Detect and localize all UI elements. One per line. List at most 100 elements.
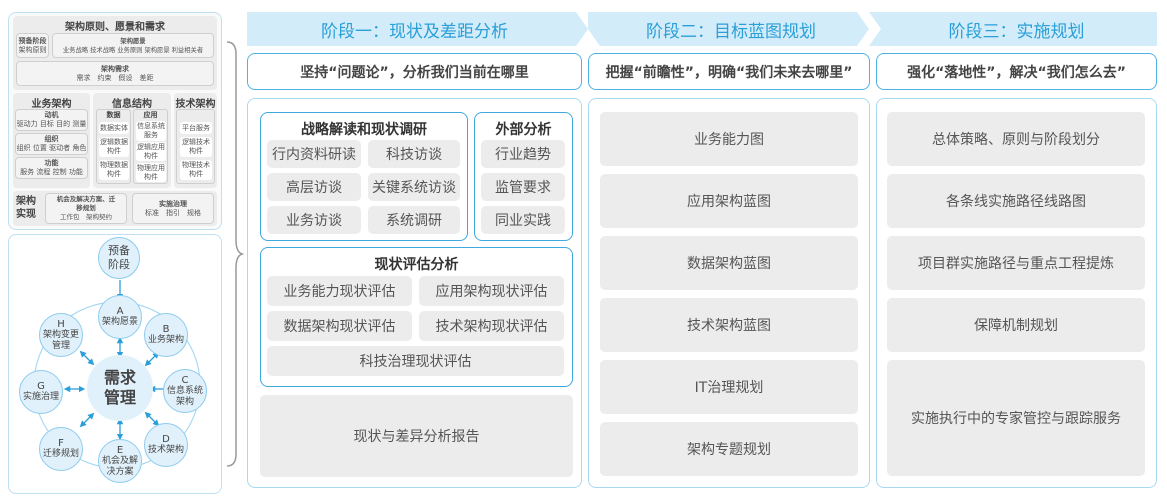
phase-label: 迁移规划 [42,449,79,459]
blueprint-item: 数据架构蓝图 [600,236,858,290]
implementation-item: 保障机制规划 [887,298,1145,352]
phase-letter: H [57,318,65,330]
stage-3-header: 阶段三：实施规划 [948,21,1085,42]
blueprint-item: 技术架构蓝图 [600,298,858,352]
function-block: 功能服务 流程 控制 功能 [15,157,88,179]
prep-title: 预备阶段 [18,36,47,45]
organization-block: 组织组织 位置 驱动者 角色 [15,133,88,155]
function-items: 服务 流程 控制 功能 [20,168,83,176]
data-item: 物理数据构件 [99,160,129,180]
prep-items: 架构原则 [18,45,47,54]
assessment-item: 业务能力现状评估 [267,276,412,306]
impl-title: 架构实现 [16,196,36,220]
tech-item: 逻辑技术构件 [180,137,212,157]
opportunity-block: 机会及解决方案、迁移规划工作包 架构契约 [45,193,127,224]
assessment-box: 现状评估分析 业务能力现状评估应用架构现状评估数据架构现状评估技术架构现状评估科… [260,247,573,387]
app-column: 应用 信息系统服务 逻辑应用构件 物理应用构件 [133,109,168,184]
phase-label: 架构变更管理 [42,329,79,351]
implementation-group: 架构实现 机会及解决方案、迁移规划工作包 架构契约 实施治理标准 指引 规格 [13,191,217,226]
assessment-item: 数据架构现状评估 [267,311,412,341]
info-arch-group: 信息结构 数据 数据实体 逻辑数据构件 物理数据构件 应用 信息系统服务 逻辑应… [93,93,171,188]
phase-letter: E [116,444,124,456]
assessment-item: 技术架构现状评估 [419,311,564,341]
phase-letter: F [58,438,64,449]
prep-node-label: 预备阶段 [108,244,130,271]
opp-items: 工作包 架构契约 [60,213,112,221]
strategy-research-box: 战略解读和现状调研 行内资料研读科技访谈高层访谈关键系统访谈业务访谈系统调研 [260,112,468,241]
vision-block: 架构愿景业务战略 技术战略 业务原则 架构愿景 利益相关者 [52,33,214,58]
strategy-item: 系统调研 [368,206,460,234]
phase-letter: D [162,434,170,445]
stage-1-content: 战略解读和现状调研 行内资料研读科技访谈高层访谈关键系统访谈业务访谈系统调研 外… [247,98,582,488]
stage-3-content: 总体策略、原则与阶段划分各条线实施路径线路图项目群实施路径与重点工程提炼保障机制… [876,98,1157,488]
assessment-item: 应用架构现状评估 [419,276,564,306]
phase-letter: B [162,324,170,335]
assessment-item: 科技治理现状评估 [267,346,564,376]
principles-title: 架构原则、愿景和需求 [65,22,165,33]
vision-title: 架构愿景 [120,37,146,45]
external-analysis-box: 外部分析 行业趋势监管要求同业实践 [474,112,573,241]
stage-1-subtitle: 坚持“问题论”，分析我们当前在哪里 [247,53,582,90]
brace-connector [226,41,244,467]
blueprint-item: IT治理规划 [600,360,858,414]
phase-label: 实施治理 [22,392,59,402]
implementation-item: 项目群实施路径与重点工程提炼 [887,236,1145,290]
requirements-management-node[interactable]: 需求管理 [87,355,153,421]
motivation-items: 驱动力 目标 目的 测量 [16,120,87,128]
strategy-item: 行内资料研读 [267,140,361,168]
phase-label: 业务架构 [147,335,184,345]
phase-label: 技术架构 [147,445,184,455]
strategy-title: 战略解读和现状调研 [301,122,427,138]
strategy-item: 高层访谈 [267,173,361,201]
implementation-item: 各条线实施路径线路图 [887,174,1145,228]
data-column: 数据 数据实体 逻辑数据构件 物理数据构件 [96,109,131,184]
strategy-item: 业务访谈 [267,206,361,234]
business-arch-group: 业务架构 动机驱动力 目标 目的 测量 组织组织 位置 驱动者 角色 功能服务 … [13,93,90,188]
togaf-content-panel: 架构原则、愿景和需求 预备阶段架构原则 架构愿景业务战略 技术战略 业务原则 架… [8,12,222,230]
stage-1-header: 阶段一：现状及差距分析 [321,21,508,42]
blueprint-item: 应用架构蓝图 [600,174,858,228]
tech-title: 技术架构 [175,99,216,110]
stage-2-subtitle: 把握“前瞻性”，明确“我们未来去哪里” [588,53,870,90]
req-title: 架构需求 [101,64,129,73]
info-title: 信息结构 [112,99,152,110]
prep-block: 预备阶段架构原则 [16,33,49,58]
opp-title: 机会及解决方案、迁移规划 [56,195,116,212]
function-title: 功能 [44,159,59,167]
organization-items: 组织 位置 驱动者 角色 [16,144,87,152]
data-title: 数据 [106,111,121,119]
gov-items: 标准 指引 规格 [145,208,201,217]
stage-3-subtitle: 强化“落地性”，解决“我们怎么去” [876,53,1157,90]
implementation-item: 总体策略、原则与阶段划分 [887,112,1145,166]
requirements-block: 架构需求需求 约束 假设 差距 [16,61,214,86]
stage-arrows [247,12,1157,46]
app-item: 物理应用构件 [136,163,166,182]
center-label: 需求管理 [103,368,136,407]
assessment-title: 现状评估分析 [374,257,459,273]
vision-items: 业务战略 技术战略 业务原则 架构愿景 利益相关者 [62,46,204,54]
prep-phase-node[interactable]: 预备阶段 [98,237,140,279]
governance-block: 实施治理标准 指引 规格 [132,193,214,224]
phase-letter: A [116,306,124,317]
external-item: 同业实践 [481,206,565,234]
strategy-item: 科技访谈 [368,140,460,168]
phase-letter: G [37,381,45,392]
data-item: 数据实体 [99,122,129,134]
tech-arch-group: 技术架构 平台服务 逻辑技术构件 物理技术构件 [174,93,217,188]
phase-label: 信息系统架构 [166,385,203,407]
app-item: 信息系统服务 [136,121,166,141]
motivation-title: 动机 [44,111,59,119]
blueprint-item: 架构专题规划 [600,422,858,476]
motivation-block: 动机驱动力 目标 目的 测量 [15,109,88,131]
tech-item: 平台服务 [180,122,212,134]
data-item: 逻辑数据构件 [99,137,129,157]
